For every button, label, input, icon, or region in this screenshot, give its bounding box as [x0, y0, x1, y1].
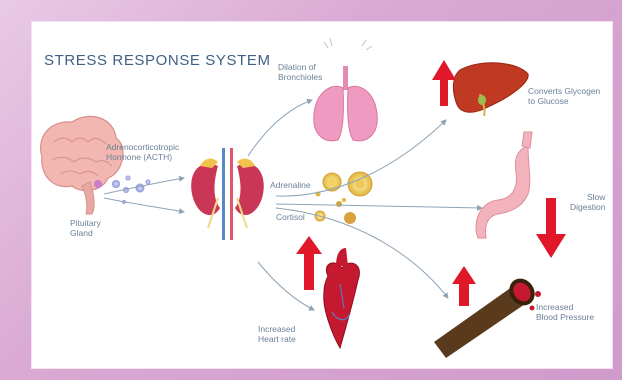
label-glycogen: Converts Glycogen to Glucose — [528, 86, 600, 106]
increase-arrow-icon-blood-pressure — [452, 266, 476, 306]
blood-vessel-icon — [434, 274, 541, 358]
label-bronchioles: Dilation of Bronchioles — [278, 62, 322, 82]
label-adrenaline: Adrenaline — [270, 180, 311, 190]
label-acth-line1: Adrenocorticotropic — [106, 142, 179, 152]
arrow-to-stomach — [276, 204, 482, 208]
label-bronchioles-line2: Bronchioles — [278, 72, 322, 82]
label-stomach-line2: Digestion — [570, 202, 605, 212]
label-pituitary-line2: Gland — [70, 228, 101, 238]
diagram-card: STRESS RESPONSE SYSTEM Pituitary Gland A… — [32, 22, 612, 368]
increase-arrow-icon-heart — [296, 236, 322, 290]
label-pituitary-line1: Pituitary — [70, 218, 101, 228]
label-blood-pressure: Increased Blood Pressure — [536, 302, 594, 322]
stomach-icon — [476, 132, 532, 238]
arrow-pituitary-to-adrenal-lower — [104, 198, 184, 212]
label-liver-line2: to Glucose — [528, 96, 600, 106]
label-stomach-line1: Slow — [570, 192, 605, 202]
label-acth-line2: Hormone (ACTH) — [106, 152, 179, 162]
label-bp-line2: Blood Pressure — [536, 312, 594, 322]
label-heart-line2: Heart rate — [258, 334, 296, 344]
label-liver-line1: Converts Glycogen — [528, 86, 600, 96]
increase-arrow-icon-liver — [432, 60, 456, 106]
heart-icon — [324, 248, 360, 348]
label-cortisol: Cortisol — [276, 212, 305, 222]
label-bronchioles-line1: Dilation of — [278, 62, 322, 72]
label-pituitary-gland: Pituitary Gland — [70, 218, 101, 238]
liver-icon — [453, 63, 528, 116]
label-bp-line1: Increased — [536, 302, 594, 312]
label-slow-digestion: Slow Digestion — [570, 192, 605, 212]
acth-molecules — [112, 176, 151, 205]
diagram-title: STRESS RESPONSE SYSTEM — [44, 52, 271, 69]
label-acth: Adrenocorticotropic Hormone (ACTH) — [106, 142, 179, 162]
lungs-icon — [314, 38, 378, 141]
adrenal-kidneys-icon — [191, 148, 264, 240]
hormone-spheres — [315, 172, 372, 224]
arrow-to-lungs — [248, 100, 312, 156]
label-heart-rate: Increased Heart rate — [258, 324, 296, 344]
label-heart-line1: Increased — [258, 324, 296, 334]
decrease-arrow-icon-stomach — [536, 198, 566, 258]
